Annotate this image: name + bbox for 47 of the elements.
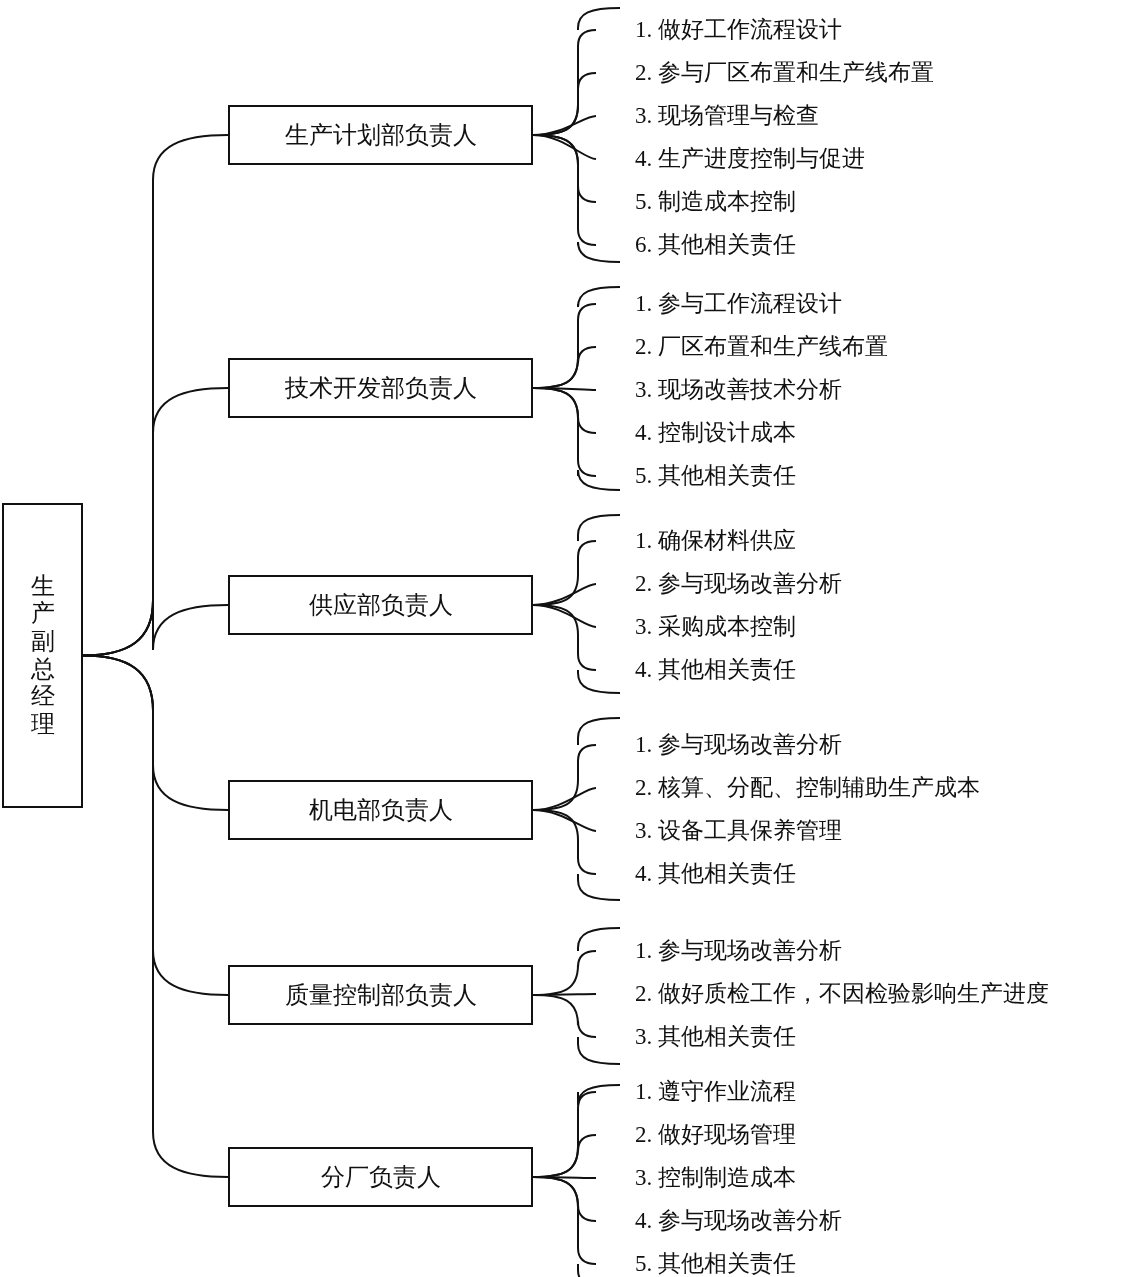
duty-item: 4. 生产进度控制与促进 [596,145,865,173]
connector-line [532,604,597,671]
duty-item: 2. 参与现场改善分析 [596,570,842,598]
department-box [228,358,533,418]
duty-item: 1. 参与现场改善分析 [596,731,842,759]
duty-item: 6. 其他相关责任 [596,231,796,259]
duty-item: 1. 做好工作流程设计 [596,16,842,44]
department-box [228,575,533,635]
department-box [228,965,533,1025]
department-title: 供应部负责人 [308,591,453,620]
duty-item: 2. 参与厂区布置和生产线布置 [596,59,934,87]
department-box [228,780,533,840]
department-box [228,1147,533,1207]
root-title: 生产副总经理 [30,572,55,739]
duty-item: 5. 其他相关责任 [596,1250,796,1277]
department-title: 机电部负责人 [308,796,453,825]
duty-item: 1. 参与现场改善分析 [596,937,842,965]
department-title: 分厂负责人 [320,1163,441,1192]
connector-line [532,134,597,246]
duty-item: 5. 制造成本控制 [596,188,796,216]
connector-line [532,809,597,875]
department-box [228,105,533,165]
duty-item: 3. 采购成本控制 [596,613,796,641]
connector-line [532,1176,597,1265]
duty-item: 4. 控制设计成本 [596,419,796,447]
duty-item: 1. 参与工作流程设计 [596,290,842,318]
duty-item: 1. 遵守作业流程 [596,1078,796,1106]
duty-item: 4. 其他相关责任 [596,656,796,684]
connector-line [532,994,597,1038]
duty-item: 3. 现场管理与检查 [596,102,819,130]
duty-item: 3. 控制制造成本 [596,1164,796,1192]
department-title: 生产计划部负责人 [284,121,477,150]
department-title: 技术开发部负责人 [284,374,477,403]
root-box [2,503,83,808]
department-title: 质量控制部负责人 [284,981,477,1010]
duty-item: 1. 确保材料供应 [596,527,796,555]
connector-line [532,387,597,477]
duty-item: 2. 核算、分配、控制辅助生产成本 [596,774,980,802]
duty-item: 5. 其他相关责任 [596,462,796,490]
duty-item: 2. 做好现场管理 [596,1121,796,1149]
duty-item: 4. 其他相关责任 [596,860,796,888]
duty-item: 2. 厂区布置和生产线布置 [596,333,888,361]
duty-item: 3. 设备工具保养管理 [596,817,842,845]
duty-item: 4. 参与现场改善分析 [596,1207,842,1235]
duty-item: 3. 现场改善技术分析 [596,376,842,404]
duty-item: 2. 做好质检工作，不因检验影响生产进度 [596,980,1049,1008]
duty-item: 3. 其他相关责任 [596,1023,796,1051]
